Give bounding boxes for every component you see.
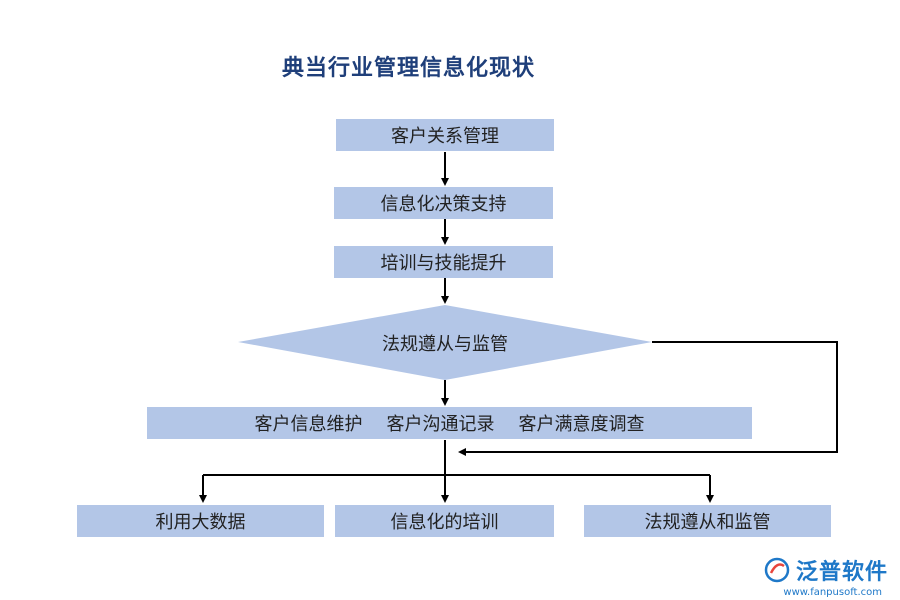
logo-url: www.fanpusoft.com — [783, 587, 882, 598]
brand-logo: 泛普软件 — [764, 554, 888, 586]
node-training-label: 培训与技能提升 — [380, 253, 507, 274]
activity-communication-records: 客户沟通记录 — [386, 414, 495, 435]
node-crm: 客户关系管理 — [336, 119, 554, 151]
node-compliance: 法规遵从和监管 — [584, 505, 831, 537]
node-decision-support: 信息化决策支持 — [334, 187, 553, 219]
activity-info-maintenance: 客户信息维护 — [254, 414, 363, 435]
diagram-title: 典当行业管理信息化现状 — [282, 56, 536, 81]
activity-satisfaction-survey: 客户满意度调查 — [518, 414, 645, 435]
node-training: 培训与技能提升 — [334, 246, 553, 278]
logo-icon — [764, 557, 790, 583]
diamond-label: 法规遵从与监管 — [382, 334, 508, 355]
decision-diamond — [238, 305, 652, 380]
node-info-training-label: 信息化的培训 — [390, 512, 499, 533]
node-big-data-label: 利用大数据 — [155, 512, 246, 533]
logo-name: 泛普软件 — [795, 560, 888, 585]
node-info-training: 信息化的培训 — [335, 505, 554, 537]
node-crm-label: 客户关系管理 — [391, 126, 499, 147]
customer-activities-bar: 客户信息维护 客户沟通记录 客户满意度调查 — [147, 407, 752, 439]
node-decision-support-label: 信息化决策支持 — [380, 194, 507, 215]
feedback-loop-line — [458, 341, 838, 456]
node-compliance-label: 法规遵从和监管 — [644, 512, 771, 533]
node-big-data: 利用大数据 — [77, 505, 324, 537]
